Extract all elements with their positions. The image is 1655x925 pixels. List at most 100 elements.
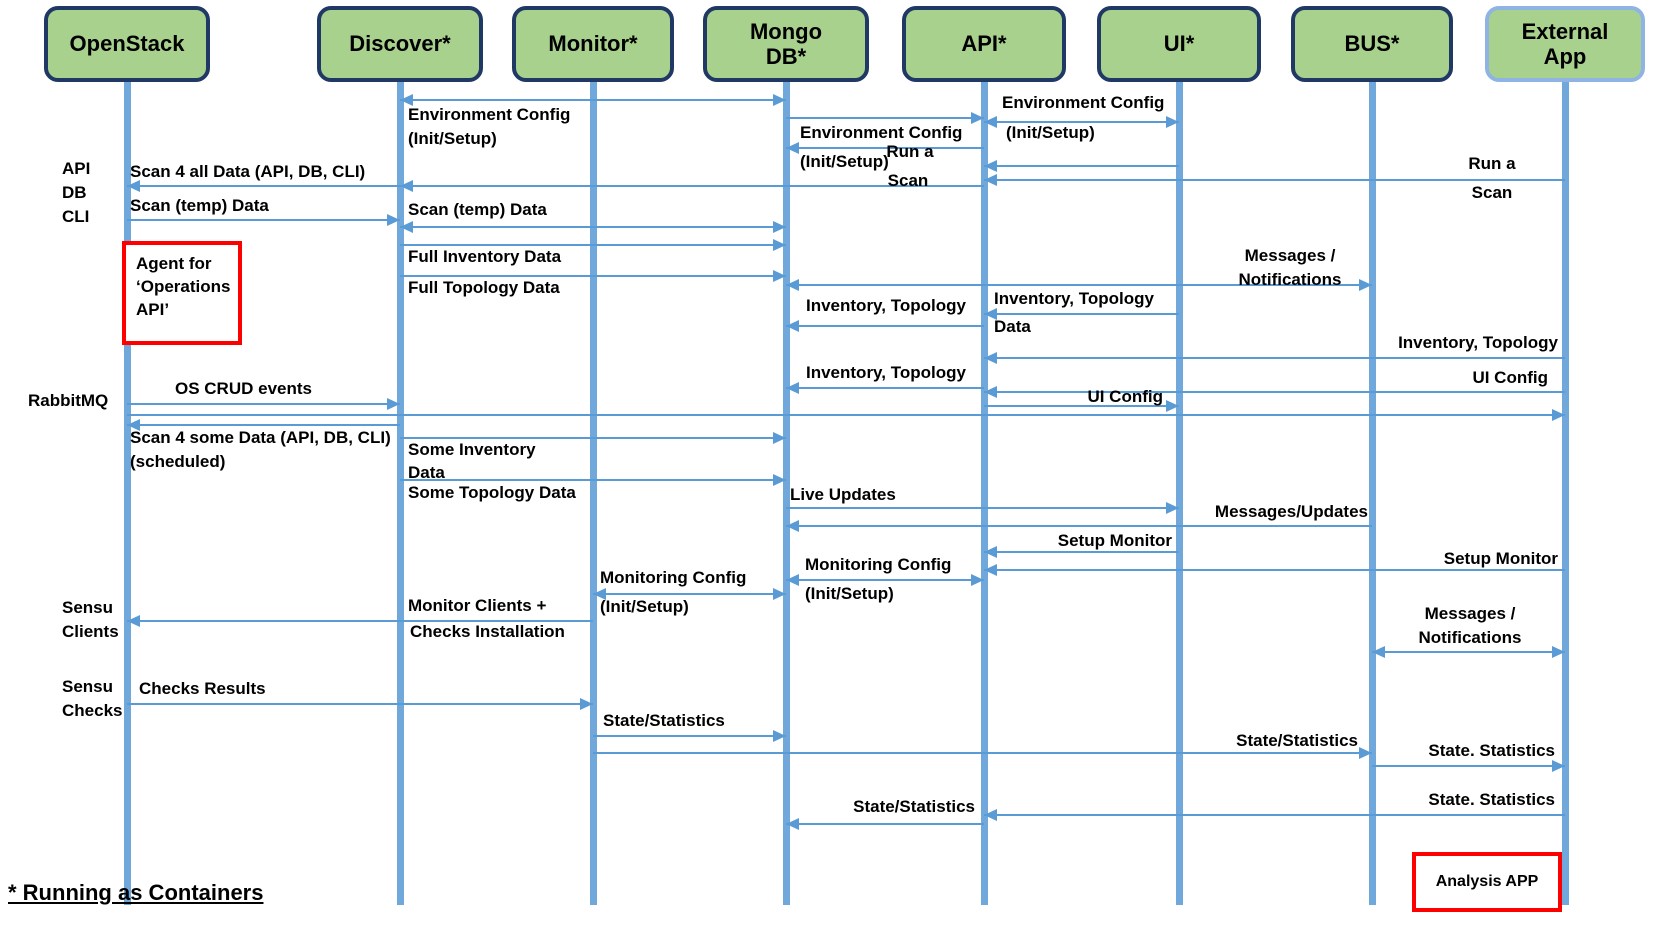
message-arrow (400, 244, 786, 246)
agent-note: Agent for ‘Operations API’ (122, 241, 242, 345)
message-arrow (1372, 765, 1565, 767)
message-arrow (984, 405, 1179, 407)
arrowhead (773, 239, 786, 251)
message-arrow (786, 325, 984, 327)
message-label: Inventory, Topology (1398, 333, 1558, 352)
message-label: Scan (temp) Data (130, 196, 269, 215)
message-arrow (786, 284, 1372, 286)
message-label: (scheduled) (130, 452, 226, 471)
message-label: Monitoring Config (805, 555, 952, 574)
lifeline-mongo-db (782, 82, 790, 905)
message-label: Data (408, 463, 445, 482)
arrowhead (387, 214, 400, 226)
actor-box-mongo-db: Mongo DB* (703, 6, 869, 82)
message-label: Scan (1471, 183, 1513, 202)
message-label: Some Topology Data (408, 483, 576, 502)
message-arrow (786, 147, 984, 149)
arrowhead (127, 615, 140, 627)
message-label: (Init/Setup) (408, 129, 497, 148)
arrowhead (984, 174, 997, 186)
message-label: Inventory, Topology (994, 289, 1154, 308)
arrowhead (580, 698, 593, 710)
arrowhead (786, 142, 799, 154)
arrowhead (786, 382, 799, 394)
message-label: State/Statistics (603, 711, 725, 730)
lifeline-discover (396, 82, 404, 905)
lifeline-monitor (589, 82, 597, 905)
message-arrow (400, 437, 786, 439)
arrowhead (773, 432, 786, 444)
arrowhead (984, 564, 997, 576)
arrowhead (984, 809, 997, 821)
message-arrow (127, 620, 593, 622)
message-label: UI Config (1087, 387, 1163, 406)
message-label: Clients (62, 622, 119, 641)
arrowhead (786, 520, 799, 532)
arrowhead (984, 352, 997, 364)
message-arrow (984, 357, 1565, 359)
message-label: Setup Monitor (1443, 549, 1558, 568)
message-arrow (984, 814, 1565, 816)
arrowhead (971, 112, 984, 124)
message-label: State/Statistics (853, 797, 975, 816)
message-label: Monitor Clients + (408, 596, 547, 615)
message-label: Messages / (1424, 604, 1516, 623)
message-label: Full Topology Data (408, 278, 560, 297)
message-arrow (127, 414, 1565, 416)
arrowhead (1359, 747, 1372, 759)
message-label: (Init/Setup) (1006, 123, 1095, 142)
arrowhead (773, 221, 786, 233)
message-label: Monitoring Config (600, 568, 747, 587)
footer-note: * Running as Containers (8, 880, 264, 905)
arrowhead (773, 474, 786, 486)
arrowhead (773, 730, 786, 742)
message-arrow (984, 551, 1179, 553)
actor-box-ui: UI* (1097, 6, 1261, 82)
message-arrow (984, 121, 1179, 123)
arrowhead (387, 398, 400, 410)
message-arrow (984, 391, 1565, 393)
message-label: Scan (887, 171, 929, 190)
message-label: Full Inventory Data (408, 247, 562, 266)
arrowhead (1166, 502, 1179, 514)
lifeline-openstack (123, 82, 131, 905)
arrowhead (1552, 646, 1565, 658)
arrowhead (1552, 409, 1565, 421)
arrowhead (400, 180, 413, 192)
arrowhead (786, 279, 799, 291)
arrowhead (773, 588, 786, 600)
arrowhead (786, 320, 799, 332)
message-label: Some Inventory (408, 440, 536, 459)
arrowhead (400, 221, 413, 233)
message-arrow (593, 735, 786, 737)
message-label: State/Statistics (1236, 731, 1358, 750)
message-arrow (127, 424, 400, 426)
message-label: Notifications (1238, 270, 1342, 289)
lifeline-external-app (1561, 82, 1569, 905)
arrowhead (984, 160, 997, 172)
arrowhead (984, 386, 997, 398)
message-label: Environment Config (800, 123, 963, 142)
message-label: State. Statistics (1428, 741, 1555, 760)
message-label: Scan (temp) Data (408, 200, 547, 219)
message-label: Data (994, 317, 1031, 336)
arrowhead (786, 818, 799, 830)
message-arrow (400, 275, 786, 277)
message-label: Sensu (62, 598, 114, 617)
message-arrow (593, 593, 786, 595)
arrowhead (773, 94, 786, 106)
actor-box-api: API* (902, 6, 1066, 82)
message-arrow (984, 179, 1565, 181)
message-label: Scan 4 some Data (API, DB, CLI) (130, 428, 391, 447)
message-arrow (400, 226, 786, 228)
message-arrow (984, 165, 1179, 167)
message-label: Notifications (1418, 628, 1522, 647)
lifeline-bus (1368, 82, 1376, 905)
message-arrow (400, 99, 786, 101)
actor-box-external-app: External App (1485, 6, 1645, 82)
message-label: Run a (886, 142, 934, 161)
message-label: Run a (1468, 154, 1516, 173)
message-label: CLI (62, 207, 90, 226)
message-arrow (786, 507, 1179, 509)
